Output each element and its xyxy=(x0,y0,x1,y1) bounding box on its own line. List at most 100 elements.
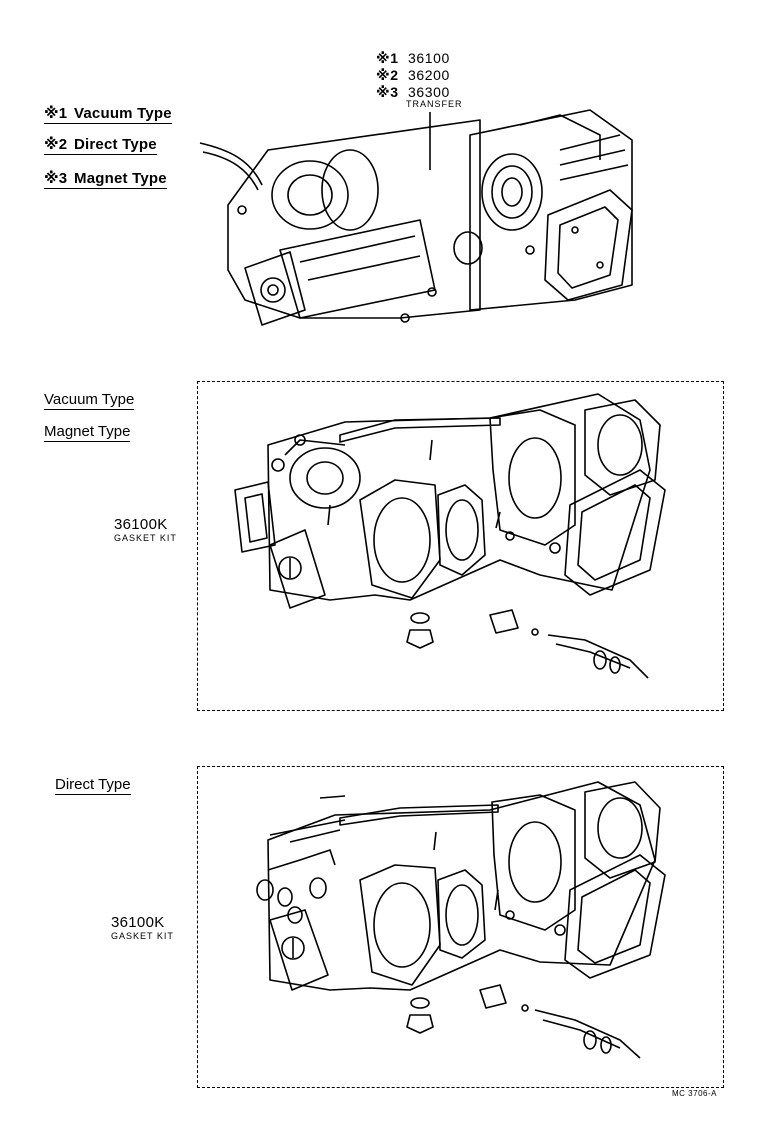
cover-gasket-inner xyxy=(577,869,651,964)
section2-kit-label: GASKET KIT xyxy=(111,931,174,941)
actuator-arm xyxy=(284,439,346,456)
cover-plate-inner xyxy=(557,206,619,289)
bolt xyxy=(525,245,535,255)
pin xyxy=(495,511,501,529)
gasket-rear xyxy=(491,794,576,931)
part-number-item: ※1 36100 xyxy=(376,50,450,67)
nut xyxy=(406,1014,434,1034)
part-number: 36100 xyxy=(408,50,450,66)
nut xyxy=(406,629,434,649)
gasket-rear-hole xyxy=(508,821,562,903)
kit-frame-1 xyxy=(197,381,724,711)
actuator xyxy=(289,447,361,509)
gasket-medium-hole xyxy=(445,884,479,946)
speedo-gear xyxy=(479,984,507,1009)
figure-code: MC 3706-A xyxy=(672,1089,717,1098)
plug xyxy=(309,877,327,899)
flange xyxy=(269,529,326,609)
output-shaft-center xyxy=(267,284,279,296)
legend-item-magnet: ※3 Magnet Type xyxy=(44,169,167,189)
section1-kit-number: 36100K xyxy=(114,516,168,533)
legend-label: Vacuum Type xyxy=(74,105,172,122)
bolt xyxy=(237,205,247,215)
bolt xyxy=(427,287,437,297)
gasket-medium xyxy=(437,869,486,959)
part-number-mark: ※1 xyxy=(376,50,399,66)
gasket-far-right xyxy=(584,399,661,496)
cover-gasket xyxy=(564,469,666,596)
oring xyxy=(600,1036,612,1054)
legend-item-vacuum: ※1 Vacuum Type xyxy=(44,104,172,124)
wire-harness xyxy=(199,142,263,186)
housing-rib xyxy=(307,255,421,281)
part-number-mark: ※3 xyxy=(376,84,399,100)
bracket-plate xyxy=(234,481,276,553)
bolt xyxy=(596,261,604,269)
small-seal xyxy=(505,910,515,920)
output-flange xyxy=(244,251,306,326)
gasket-far-right-hole xyxy=(597,797,643,859)
strip-gasket xyxy=(339,804,499,826)
gasket-far-right xyxy=(584,781,661,879)
legend-mark: ※3 xyxy=(44,170,68,187)
legend-label: Magnet Type xyxy=(74,170,167,187)
case-outline xyxy=(267,781,656,991)
kit-frame-2 xyxy=(197,766,724,1088)
pin xyxy=(494,889,499,911)
actuator-center xyxy=(306,461,344,495)
bearing-bore-inner xyxy=(491,165,533,219)
part-number: 36200 xyxy=(408,67,450,83)
shift-rod xyxy=(269,819,346,836)
actuator-dome-inner xyxy=(287,174,333,216)
cover-gasket-inner xyxy=(577,484,651,581)
section1-type-label-magnet: Magnet Type xyxy=(44,423,131,442)
side-port xyxy=(453,231,483,265)
housing-edge xyxy=(519,114,601,160)
section2-type-label-direct: Direct Type xyxy=(55,776,131,795)
cover-plate xyxy=(544,189,633,301)
cover-gasket xyxy=(564,854,666,979)
cooling-fin xyxy=(559,134,621,151)
fitting xyxy=(271,458,285,472)
transfer-assembly-illustration xyxy=(199,109,633,326)
bracket-plate-inner xyxy=(244,493,268,543)
transfer-case-body xyxy=(227,119,481,319)
case-outline xyxy=(267,393,651,601)
cooling-fin xyxy=(559,149,626,166)
speedo-gear xyxy=(489,609,519,634)
gasket-far-right-hole xyxy=(597,414,643,476)
small-seal xyxy=(505,531,515,541)
washer xyxy=(410,612,430,624)
oring xyxy=(609,656,621,674)
gasket-large-hole xyxy=(373,882,431,968)
small-seal xyxy=(549,542,561,554)
gasket-rear-hole xyxy=(508,437,562,519)
speedo-shaft xyxy=(542,1019,621,1049)
section1-kit-label: GASKET KIT xyxy=(114,533,177,543)
clip xyxy=(531,628,539,636)
bearing-bore-core xyxy=(501,177,523,207)
actuator-dome xyxy=(271,160,349,230)
rear-housing xyxy=(469,109,633,311)
oring xyxy=(593,650,607,670)
housing-rib xyxy=(299,235,416,263)
pin xyxy=(433,831,437,851)
flange-hole xyxy=(281,936,305,960)
speedo-shaft xyxy=(547,634,649,679)
gasket-rear xyxy=(489,409,576,546)
strip-gasket xyxy=(339,417,501,443)
gasket-kit-1-illustration xyxy=(234,393,666,679)
bearing-bore xyxy=(481,153,543,231)
legend-mark: ※1 xyxy=(44,105,68,122)
small-seal xyxy=(554,924,566,936)
bolt xyxy=(571,226,579,234)
speedo-shaft xyxy=(534,1009,641,1059)
legend-label: Direct Type xyxy=(74,136,157,153)
pin xyxy=(327,504,331,526)
clip xyxy=(521,1004,529,1012)
